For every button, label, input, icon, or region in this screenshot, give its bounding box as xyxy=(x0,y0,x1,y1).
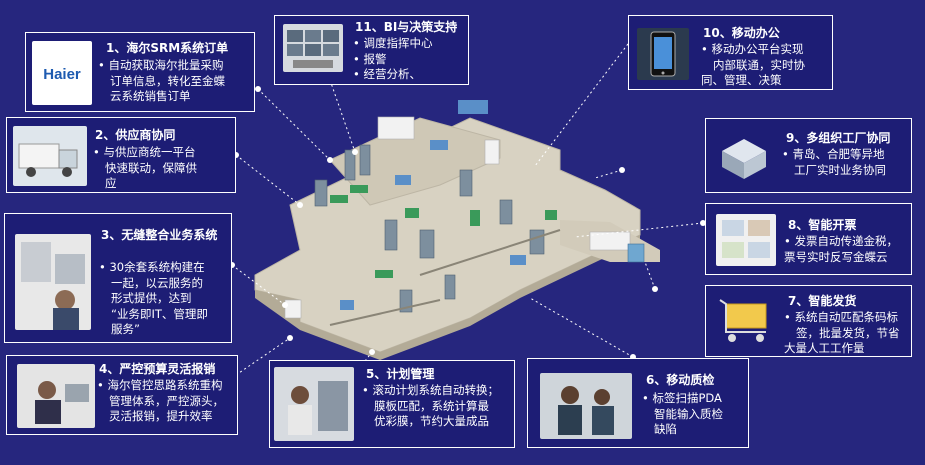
card-body: 海尔管控思路系统重构 管理体系，严控源头， 灵活报销，提升效率 xyxy=(97,378,224,425)
card-seamless: 3、无缝整合业务系统 30余套系统构建在 一起，以云服务的 形式提供，达到 “业… xyxy=(4,213,232,343)
card-smart-invoice: 8、智能开票 发票自动传递金税， 票号实时反写金蝶云 xyxy=(705,203,912,275)
svg-text:Haier: Haier xyxy=(43,66,81,83)
connector-dot xyxy=(297,202,303,208)
card-budget: 4、严控预算灵活报销 海尔管控思路系统重构 管理体系，严控源头， 灵活报销，提升… xyxy=(6,355,238,435)
card-smart-ship: 7、智能发货 系统自动匹配条码标 签，批量发货，节省 大量人工工作量 xyxy=(705,285,912,357)
connector-dot xyxy=(630,354,636,360)
card-body: 自动获取海尔批量采购 订单信息，转化至金蝶 云系统销售订单 xyxy=(98,58,225,105)
card-body: 移动办公平台实现 内部联通，实时协 同、管理、决策 xyxy=(701,42,805,89)
card-mobile-qc: 6、移动质检 标签扫描PDA 智能输入质检 缺陷 xyxy=(527,358,749,448)
connector-dot xyxy=(229,262,235,268)
card-title: 8、智能开票 xyxy=(788,218,857,232)
connector-dot xyxy=(287,335,293,341)
card-multi-org: 9、多组织工厂协同 青岛、合肥等异地 工厂实时业务协同 xyxy=(705,118,912,193)
connector-dot xyxy=(652,286,658,292)
card-body: 发票自动传递金税， 票号实时反写金蝶云 xyxy=(784,234,898,265)
card-title: 4、严控预算灵活报销 xyxy=(99,362,216,376)
card-haier-srm: Haier 1、海尔SRM系统订单 自动获取海尔批量采购 订单信息，转化至金蝶 … xyxy=(25,32,255,112)
connector-dot xyxy=(352,149,358,155)
card-body: 青岛、合肥等异地 工厂实时业务协同 xyxy=(782,147,886,178)
card-title: 9、多组织工厂协同 xyxy=(786,131,891,145)
card-body: 调度指挥中心 报警 经营分析、 xyxy=(353,36,432,83)
connector-dot xyxy=(619,167,625,173)
card-body: 系统自动匹配条码标 签，批量发货，节省 大量人工工作量 xyxy=(784,310,900,357)
card-body: 标签扫描PDA 智能输入质检 缺陷 xyxy=(642,391,723,438)
card-title: 5、计划管理 xyxy=(366,367,435,381)
truck-icon xyxy=(13,126,87,186)
dashboard-screens-icon xyxy=(283,24,343,72)
card-title: 11、BI与决策支持 xyxy=(355,20,458,34)
mobile-phone-icon xyxy=(637,28,689,80)
card-plan: 5、计划管理 滚动计划系统自动转换； 膜板匹配，系统计算最 优彩膜，节约大量成品 xyxy=(269,360,515,448)
connector-dot xyxy=(327,157,333,163)
card-body: 滚动计划系统自动转换； 膜板匹配，系统计算最 优彩膜，节约大量成品 xyxy=(362,383,499,430)
card-title: 6、移动质检 xyxy=(646,373,715,387)
card-body: 30余套系统构建在 一起，以云服务的 形式提供，达到 “业务即IT、管理即 服务… xyxy=(99,260,207,338)
connector-dot xyxy=(233,152,239,158)
quality-inspection-photo-icon xyxy=(540,373,632,439)
card-title: 10、移动办公 xyxy=(703,26,780,40)
card-mobile-office: 10、移动办公 移动办公平台实现 内部联通，实时协 同、管理、决策 xyxy=(628,15,833,90)
card-title: 7、智能发货 xyxy=(788,294,857,308)
office-photo-icon xyxy=(15,234,91,330)
card-title: 1、海尔SRM系统订单 xyxy=(106,41,229,55)
connector-dot xyxy=(369,349,375,355)
card-title: 2、供应商协同 xyxy=(95,128,176,142)
connector-dot xyxy=(700,220,706,226)
lab-photo-icon xyxy=(274,367,354,441)
card-supplier: 2、供应商协同 与供应商统一平台 快速联动，保障供 应 xyxy=(6,117,236,193)
connector-dot xyxy=(255,86,261,92)
card-body: 与供应商统一平台 快速联动，保障供 应 xyxy=(93,145,197,192)
invoice-icon xyxy=(716,214,776,266)
shopping-cart-icon xyxy=(716,292,776,348)
card-title: 3、无缝整合业务系统 xyxy=(101,228,218,242)
card-bi: 11、BI与决策支持 调度指挥中心 报警 经营分析、 xyxy=(274,15,469,85)
office-workers-photo-icon xyxy=(17,364,95,428)
connector-dot xyxy=(282,302,288,308)
factory-building-icon xyxy=(716,127,772,183)
haier-logo-icon: Haier xyxy=(32,41,92,105)
